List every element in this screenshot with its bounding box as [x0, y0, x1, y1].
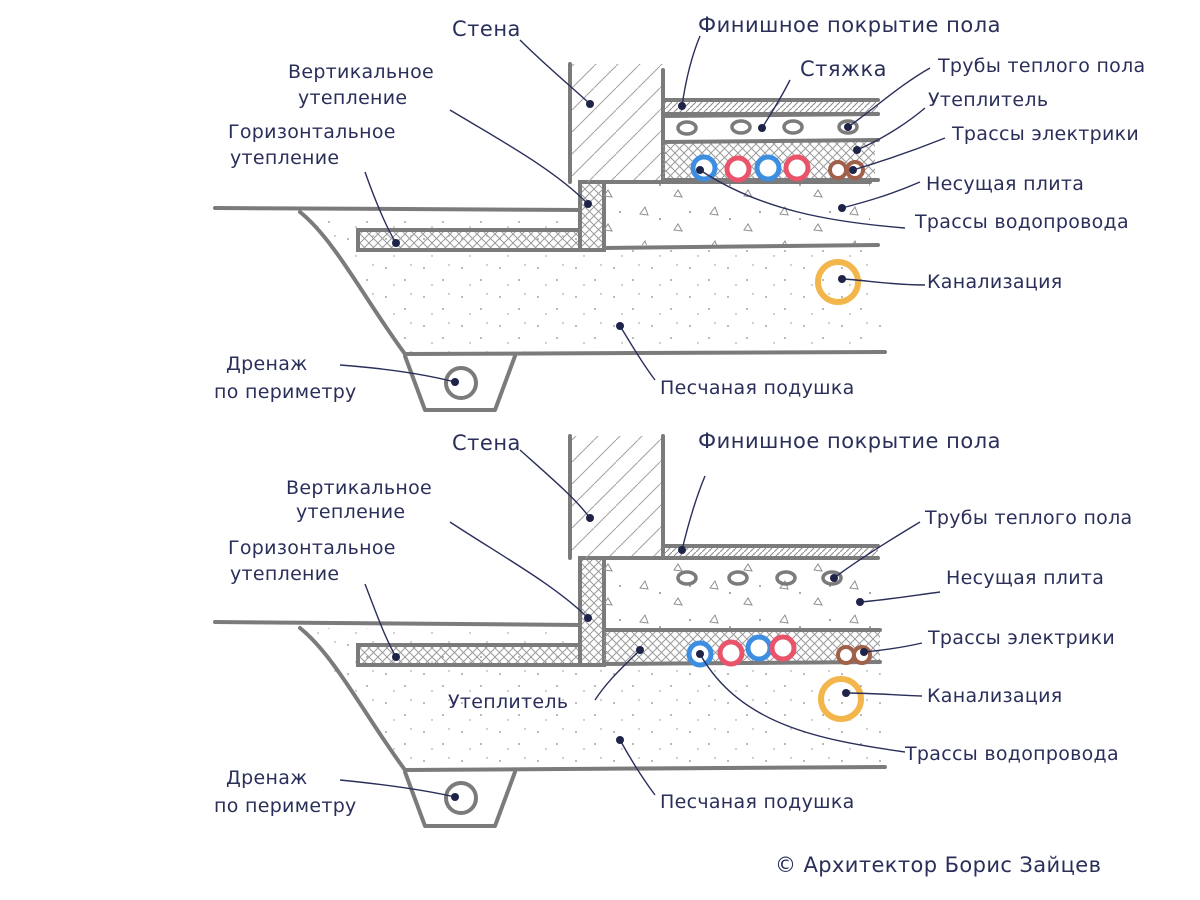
top-label-finish: Финишное покрытие пола — [698, 13, 1001, 37]
top-label-water: Трассы водопровода — [914, 211, 1129, 233]
top-label-sewer: Канализация — [927, 271, 1062, 293]
bottom-vertical-insulation — [578, 556, 606, 667]
bottom-label-water: Трассы водопровода — [904, 743, 1119, 765]
bottom-trench-outline — [298, 626, 887, 772]
top-heat-pipe-3 — [782, 119, 804, 135]
bottom-label-electric: Трассы электрики — [927, 627, 1115, 649]
top-label-slab: Несущая плита — [926, 173, 1084, 195]
top-label-insulation: Утеплитель — [928, 89, 1048, 111]
top-label-vertical-ins-1: Вертикальное — [288, 61, 434, 83]
bottom-heat-pipe-1 — [676, 570, 698, 586]
bottom-label-finish: Финишное покрытие пола — [698, 429, 1001, 453]
top-label-heating-pipes: Трубы теплого пола — [937, 55, 1146, 77]
bottom-label-drain-1: Дренаж — [226, 767, 308, 789]
top-label-wall: Стена — [452, 17, 521, 41]
bottom-label-vertical-ins-2: утепление — [296, 501, 405, 523]
top-drain-trench — [403, 354, 517, 412]
bottom-finish-outline — [602, 544, 880, 560]
top-label-vertical-ins-2: утепление — [298, 87, 407, 109]
bottom-drain-pipe — [444, 781, 478, 815]
bottom-heat-pipe-2 — [727, 570, 749, 586]
top-vertical-insulation — [578, 180, 606, 252]
bottom-wall — [570, 436, 663, 558]
bottom-label-horizontal-ins-1: Горизонтальное — [228, 537, 396, 559]
bottom-sewer-pipe — [818, 676, 864, 722]
top-electric-1 — [828, 160, 848, 180]
top-label-electric: Трассы электрики — [951, 123, 1139, 145]
top-drain-pipe — [444, 366, 478, 400]
top-ground-line — [213, 206, 582, 212]
top-label-horizontal-ins-2: утепление — [230, 147, 339, 169]
bottom-section: Стена Финишное покрытие пола Трубы тепло… — [213, 429, 1133, 828]
bottom-leaders — [339, 449, 941, 798]
top-leaders — [339, 35, 946, 383]
top-heat-pipe-2 — [730, 119, 752, 135]
bottom-label-drain-2: по периметру — [214, 795, 357, 817]
bottom-label-insulation: Утеплитель — [448, 691, 568, 713]
top-label-drain-1: Дренаж — [226, 353, 308, 375]
bottom-water-pipe-blue-2 — [745, 634, 773, 662]
top-water-pipe-blue-2 — [754, 154, 782, 182]
bottom-electric-1 — [836, 645, 856, 665]
top-horizontal-insulation — [356, 228, 582, 252]
top-wall — [570, 64, 663, 182]
bottom-wall-outline — [568, 434, 665, 560]
bottom-label-wall: Стена — [452, 431, 521, 455]
bottom-heat-pipe-4 — [821, 570, 843, 586]
bottom-label-horizontal-ins-2: утепление — [230, 563, 339, 585]
top-label-drain-2: по периметру — [214, 381, 357, 403]
bottom-heat-pipe-3 — [775, 570, 797, 586]
bottom-label-slab: Несущая плита — [946, 567, 1104, 589]
bottom-label-sand: Песчаная подушка — [660, 791, 855, 813]
top-slab — [604, 182, 870, 245]
bottom-insulation-outline — [602, 660, 882, 666]
top-water-pipe-red-1 — [724, 155, 752, 183]
bottom-finish-floor — [663, 548, 878, 558]
top-trench-outline — [298, 210, 887, 356]
bottom-label-sewer: Канализация — [927, 685, 1062, 707]
top-water-pipe-blue-1 — [690, 154, 718, 182]
top-dots — [392, 100, 861, 386]
copyright: © Архитектор Борис Зайцев — [775, 853, 1101, 877]
bottom-label-heating-pipes: Трубы теплого пола — [924, 507, 1133, 529]
bottom-water-pipe-red-1 — [717, 639, 745, 667]
bottom-water-pipe-red-2 — [769, 634, 797, 662]
top-section: Стена Финишное покрытие пола Стяжка Труб… — [213, 13, 1146, 412]
bottom-label-vertical-ins-1: Вертикальное — [286, 477, 432, 499]
top-water-pipe-red-2 — [783, 154, 811, 182]
bottom-ground-line — [213, 620, 582, 627]
top-label-screed: Стяжка — [800, 57, 887, 81]
top-label-sand: Песчаная подушка — [660, 377, 855, 399]
bottom-drain-trench — [403, 770, 517, 828]
top-finish-floor — [663, 100, 878, 112]
top-heat-pipe-1 — [676, 120, 698, 136]
top-heat-pipe-4 — [837, 119, 859, 135]
bottom-dots — [392, 514, 868, 801]
top-label-horizontal-ins-1: Горизонтальное — [228, 121, 396, 143]
top-sewer-pipe — [815, 259, 861, 305]
